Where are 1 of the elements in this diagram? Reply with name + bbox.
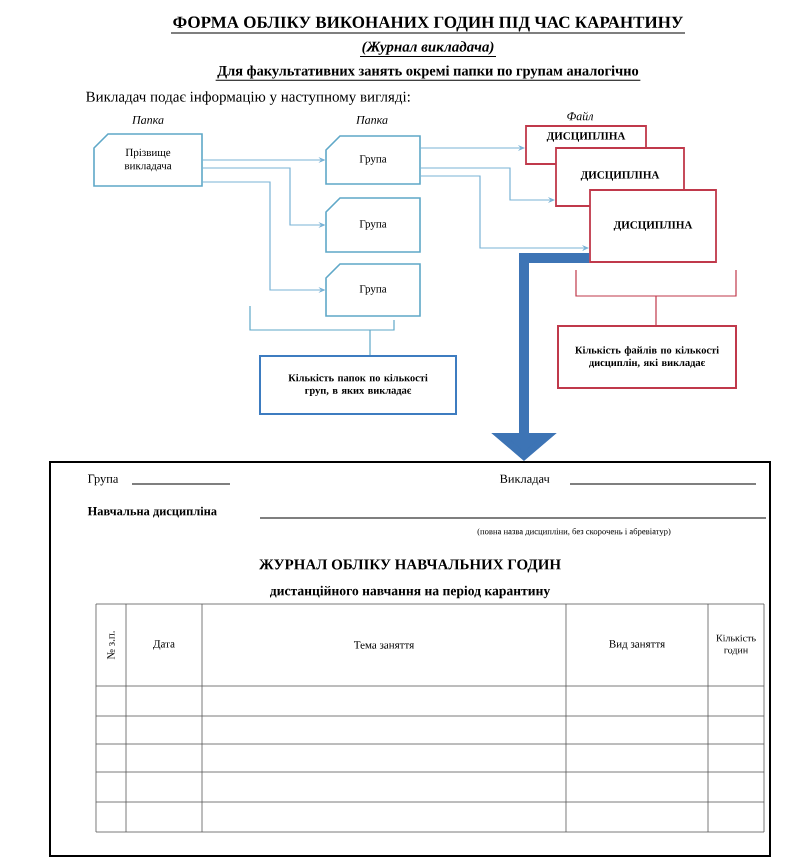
title: ФОРМА ОБЛІКУ ВИКОНАНИХ ГОДИН ПІД ЧАС КАРАНТИНУ [170, 16, 686, 34]
